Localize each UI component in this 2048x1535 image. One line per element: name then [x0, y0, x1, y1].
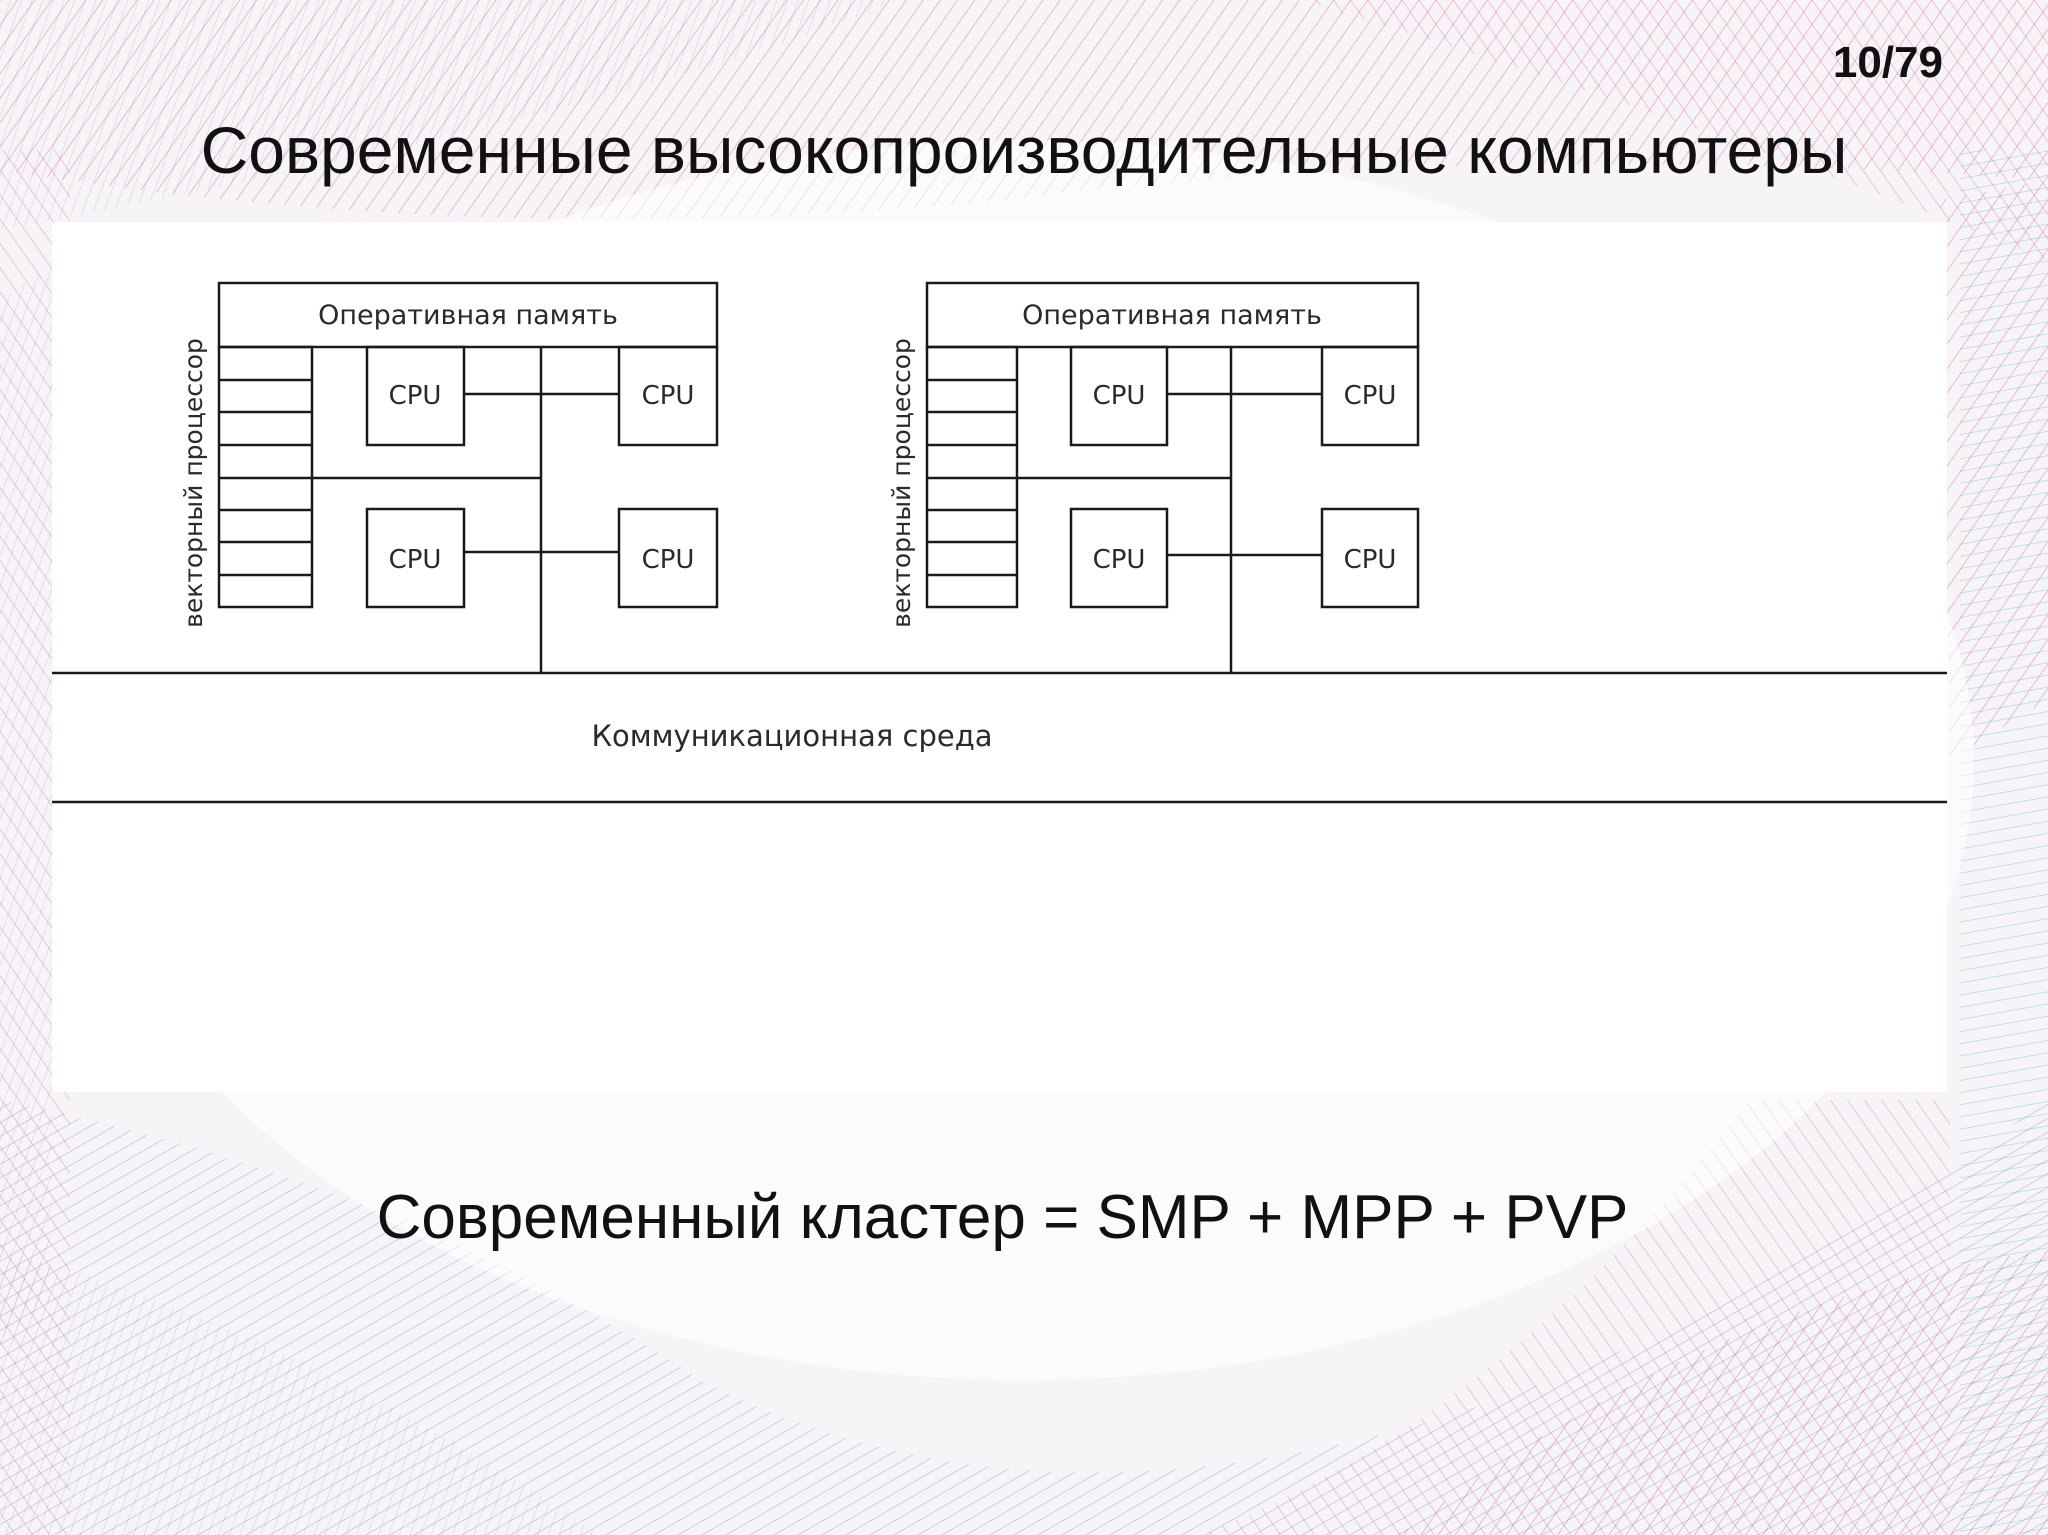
cpu-box — [617, 345, 719, 447]
slide-title: Современные высокопроизводительные компь… — [200, 113, 1848, 187]
cpu-box — [1320, 345, 1420, 447]
cpu-box — [1069, 507, 1169, 609]
memory-box — [217, 281, 719, 349]
cpu-box — [1069, 345, 1169, 447]
cpu-box — [365, 507, 466, 609]
cpu-label: CPU — [642, 381, 695, 411]
cpu-box — [365, 345, 466, 447]
network-label: Коммуникационная среда — [591, 719, 992, 753]
cpu-label: CPU — [389, 381, 442, 411]
vector-processor-label: векторный процессор — [179, 338, 208, 628]
memory-box — [925, 281, 1420, 349]
vector-processor-label: векторный процессор — [887, 338, 916, 628]
cpu-label: CPU — [1344, 545, 1397, 575]
memory-label: Оперативная память — [318, 300, 618, 331]
cpu-label: CPU — [1093, 381, 1146, 411]
diagram-canvas: Оперативная память векторный процессор C… — [52, 281, 1947, 804]
cpu-label: CPU — [389, 545, 442, 575]
cluster-formula: Современный кластер = SMP + MPP + PVP — [376, 1183, 1629, 1252]
page-number: 10/79 — [1832, 38, 1943, 87]
cpu-label: CPU — [642, 545, 695, 575]
cpu-box — [617, 507, 719, 609]
cpu-label: CPU — [1093, 545, 1146, 575]
cpu-label: CPU — [1344, 381, 1397, 411]
architecture-diagram: Оперативная память векторный процессор C… — [52, 222, 1947, 1092]
cpu-box — [1320, 507, 1420, 609]
memory-label: Оперативная память — [1022, 300, 1322, 331]
